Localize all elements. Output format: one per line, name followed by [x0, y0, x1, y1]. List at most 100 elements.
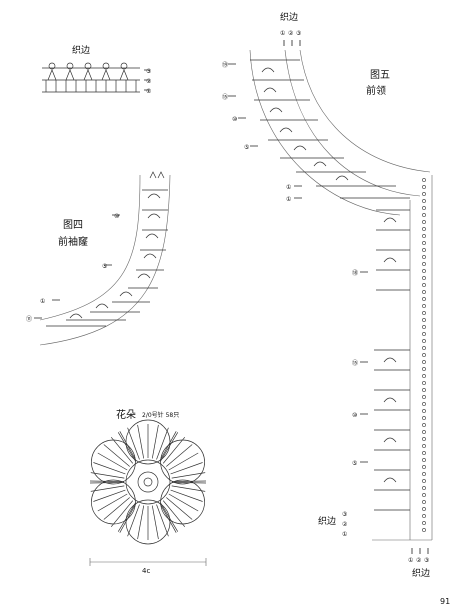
flower-stitch: [162, 500, 186, 528]
fig5-top-edge-digit-1: ①: [280, 30, 285, 37]
band-chain-stitch: [422, 444, 426, 448]
page-number: 91: [440, 597, 450, 606]
flower-stitch: [168, 493, 199, 512]
band-chain-stitch: [422, 423, 426, 427]
band-chain-stitch: [422, 437, 426, 441]
band-chain-stitch: [422, 458, 426, 462]
band-chain-stitch: [422, 465, 426, 469]
flower-stitch: [97, 452, 128, 471]
fig5-br-digit-1: ①: [408, 557, 413, 564]
band-chain-stitch: [422, 199, 426, 203]
fig5-br-digit-3: ③: [424, 557, 429, 564]
flower-stitch: [103, 497, 130, 520]
flower-motif: 花朵 2/0号针 58只 4c: [89, 408, 207, 575]
flower-stitch: [156, 427, 169, 460]
fig5-right-row-10: ⑩: [352, 412, 357, 419]
band-chain-stitch: [422, 528, 426, 532]
flower-stitch: [166, 444, 193, 467]
flower-stitch: [119, 502, 137, 533]
band-chain-stitch: [422, 206, 426, 210]
fig4-row-5: ⑤: [102, 263, 107, 270]
band-chain-stitch: [422, 255, 426, 259]
band-chain-stitch: [422, 227, 426, 231]
fig5-bottom-right-edge-label: 织边: [412, 567, 430, 579]
fig4-title: 图四: [63, 219, 83, 231]
flower-stitch: [117, 432, 136, 462]
fig5-row-15: ⑮: [222, 93, 228, 101]
band-chain-stitch: [422, 346, 426, 350]
band-chain-stitch: [422, 297, 426, 301]
fig5-row-5: ⑤: [244, 144, 249, 151]
flower-stitch: [171, 482, 207, 484]
flower-stitch: [168, 452, 199, 471]
small-edge-row-1: ①: [146, 88, 151, 95]
band-chain-stitch: [422, 472, 426, 476]
band-chain-stitch: [422, 360, 426, 364]
band-chain-stitch: [422, 178, 426, 182]
band-chain-stitch: [422, 381, 426, 385]
fig5-right-row-15: ⑮: [352, 359, 358, 367]
fig5-br-digit-2: ②: [416, 557, 422, 564]
fig5-row-1a: ①: [286, 184, 291, 191]
flower-stitch: [110, 436, 134, 464]
fig5-neckline-chart: 织边 ① ② ③ 图五 前领 ⑲ ⑮ ⑩ ⑤ ① ① ⑱ ⑮ ⑩ ⑤: [222, 11, 433, 579]
flower-stitch: [171, 480, 207, 482]
band-chain-stitch: [422, 430, 426, 434]
band-chain-stitch: [422, 500, 426, 504]
band-chain-stitch: [422, 521, 426, 525]
flower-stitch: [171, 485, 206, 492]
flower-stitch: [160, 502, 179, 532]
flower-stitch: [137, 424, 145, 459]
band-chain-stitch: [422, 276, 426, 280]
flower-stitch: [93, 462, 126, 475]
flower-stitch: [119, 431, 137, 462]
flower-stitch: [117, 502, 136, 532]
small-edge-row-3: ③: [146, 68, 151, 75]
band-chain-stitch: [422, 318, 426, 322]
fig5-bl-digit-3: ③: [342, 511, 347, 518]
band-chain-stitch: [422, 374, 426, 378]
flower-stitch: [137, 505, 145, 540]
fig5-top-edge-label: 织边: [280, 11, 298, 23]
fig5-subtitle: 前领: [366, 84, 386, 97]
band-chain-stitch: [422, 248, 426, 252]
flower-note: 2/0号针 58只: [142, 411, 179, 419]
flower-stitch: [127, 504, 140, 537]
flower-stitch: [170, 489, 203, 502]
flower-stitch: [90, 472, 125, 479]
band-chain-stitch: [422, 269, 426, 273]
band-chain-stitch: [422, 283, 426, 287]
band-chain-stitch: [422, 185, 426, 189]
band-chain-stitch: [422, 213, 426, 217]
band-chain-stitch: [422, 332, 426, 336]
band-chain-stitch: [422, 304, 426, 308]
band-chain-stitch: [422, 353, 426, 357]
band-chain-stitch: [422, 451, 426, 455]
fig5-bl-digit-1: ①: [342, 531, 347, 538]
flower-stitch: [156, 504, 169, 537]
flower-stitch: [90, 485, 125, 492]
fig4-subtitle: 前袖窿: [58, 235, 88, 248]
fig5-bottom-left-edge-label: 织边: [318, 515, 336, 527]
fig5-right-row-5: ⑤: [352, 460, 357, 467]
band-chain-stitch: [422, 367, 426, 371]
fig5-bl-digit-2: ②: [342, 521, 348, 528]
flower-stitch: [93, 489, 126, 502]
fig5-row-10: ⑩: [232, 116, 237, 123]
band-chain-stitch: [422, 290, 426, 294]
flower-stitch: [170, 462, 203, 475]
flower-stitch: [162, 436, 186, 464]
band-chain-stitch: [422, 241, 426, 245]
band-chain-stitch: [422, 388, 426, 392]
band-chain-stitch: [422, 514, 426, 518]
band-chain-stitch: [422, 339, 426, 343]
band-chain-stitch: [422, 402, 426, 406]
fig4-row-10: ⑩: [114, 213, 119, 220]
band-chain-stitch: [422, 395, 426, 399]
flower-stitch: [166, 497, 193, 520]
flower-stitch: [103, 444, 130, 467]
band-chain-stitch: [422, 192, 426, 196]
fig5-title: 图五: [370, 69, 390, 81]
flower-stitch: [110, 500, 134, 528]
